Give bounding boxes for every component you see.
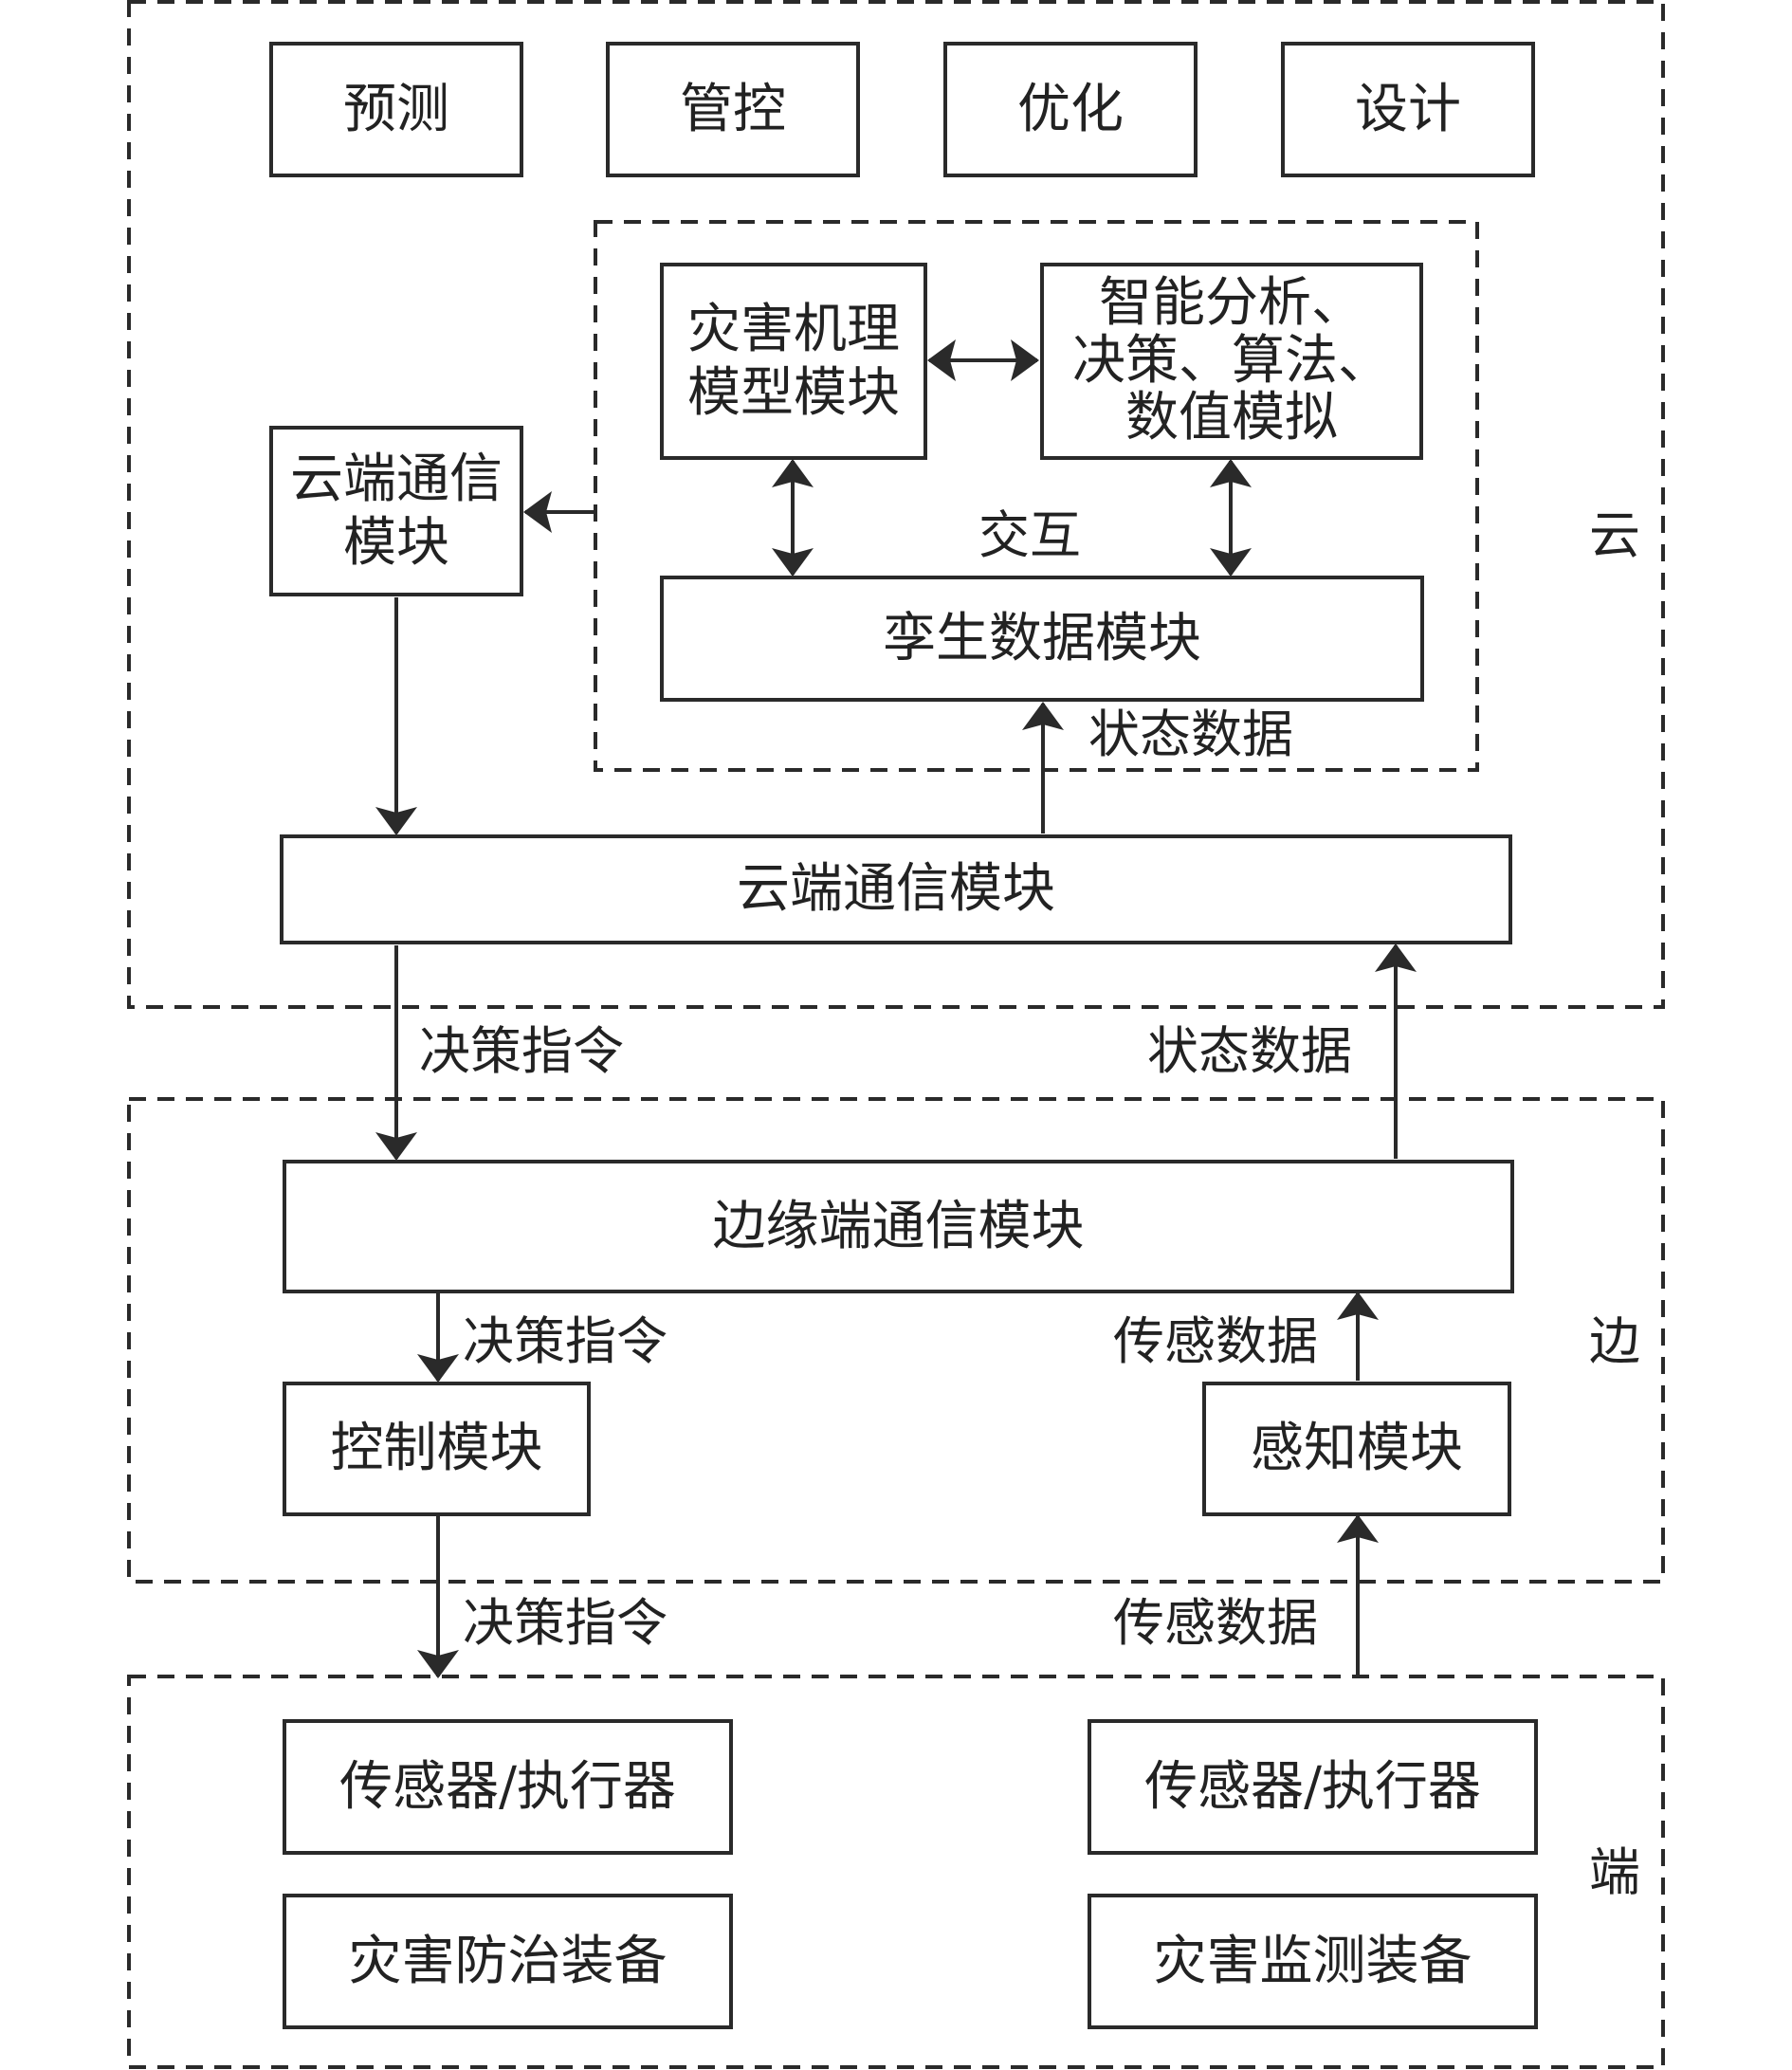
twin-subsystem-frame — [594, 220, 1479, 772]
control-app-box: 管控 — [606, 42, 860, 177]
interaction-label: 交互 — [978, 505, 1081, 565]
edge-tier-label: 边 — [1589, 1311, 1640, 1371]
optimize-box: 优化 — [943, 42, 1198, 177]
design-box: 设计 — [1281, 42, 1535, 177]
decision-cmd-label-3: 决策指令 — [463, 1593, 667, 1653]
edge-comm-box: 边缘端通信模块 — [283, 1160, 1514, 1293]
cloud-tier-label: 云 — [1589, 505, 1640, 565]
sensor-actuator-right-box: 传感器/执行器 — [1088, 1719, 1538, 1855]
twin-data-box: 孪生数据模块 — [660, 576, 1424, 702]
forecast-box: 预测 — [269, 42, 523, 177]
disaster-model-box: 灾害机理 模型模块 — [660, 263, 927, 460]
status-data-label-1: 状态数据 — [1147, 1021, 1352, 1081]
cloud-tier-frame — [127, 0, 1665, 1009]
cloud-comm-small-box: 云端通信 模块 — [269, 426, 523, 596]
smart-analysis-box: 智能分析、 决策、算法、 数值模拟 — [1040, 263, 1423, 460]
sensing-data-label-1: 传感数据 — [1113, 1311, 1318, 1371]
prevention-equipment-box: 灾害防治装备 — [283, 1894, 733, 2029]
end-tier-frame — [127, 1675, 1665, 2069]
end-tier-label: 端 — [1589, 1842, 1640, 1902]
cloud-comm-wide-box: 云端通信模块 — [280, 834, 1512, 944]
sensing-module-box: 感知模块 — [1202, 1382, 1511, 1516]
monitoring-equipment-box: 灾害监测装备 — [1088, 1894, 1538, 2029]
sensing-data-label-2: 传感数据 — [1113, 1593, 1318, 1653]
decision-cmd-label-2: 决策指令 — [463, 1311, 667, 1371]
twin-status-data-label: 状态数据 — [1088, 705, 1293, 764]
decision-cmd-label-1: 决策指令 — [419, 1021, 624, 1081]
edge-tier-frame — [127, 1097, 1665, 1584]
sensor-actuator-left-box: 传感器/执行器 — [283, 1719, 733, 1855]
control-module-box: 控制模块 — [283, 1382, 591, 1516]
